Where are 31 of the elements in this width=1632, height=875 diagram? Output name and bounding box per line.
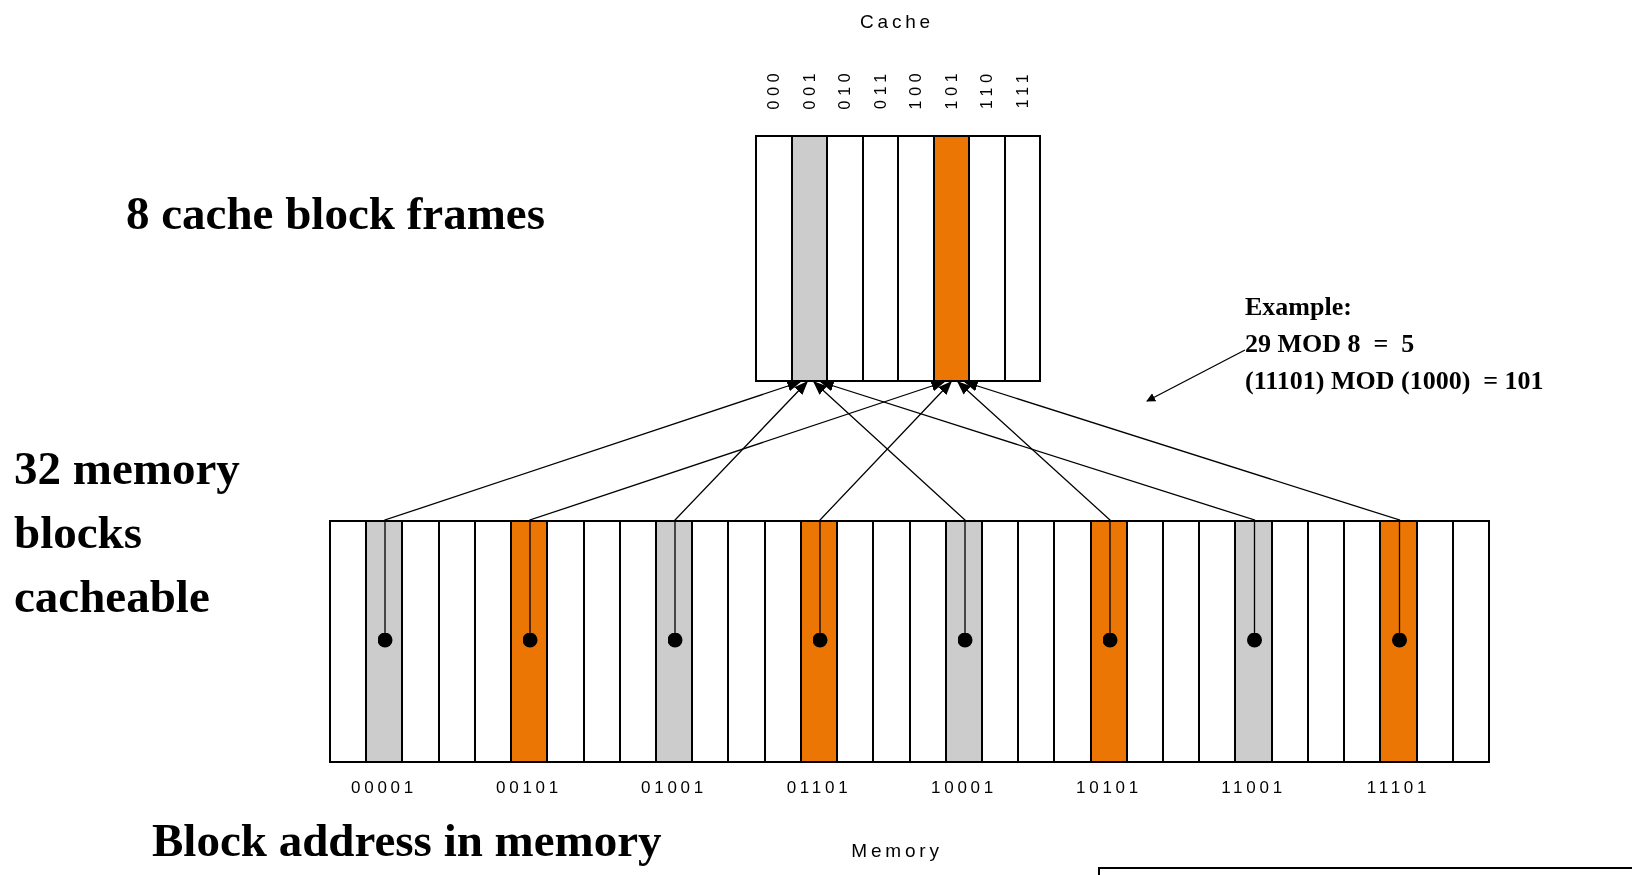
block-address-label: 11001 bbox=[1221, 777, 1286, 799]
block-address-label: 00001 bbox=[351, 777, 417, 799]
memory-caption: 32 memory blocks cacheable bbox=[14, 441, 241, 624]
example-line: (11101) MOD (1000) = 101 bbox=[1245, 365, 1545, 397]
block-address-label: 00101 bbox=[496, 777, 562, 799]
block-address-label: 11101 bbox=[1366, 777, 1431, 799]
cache-caption: 8 cache block frames bbox=[126, 186, 545, 241]
mapping-arrow bbox=[377, 380, 802, 648]
example-heading: Example: bbox=[1245, 291, 1353, 323]
memory-title: Memory bbox=[851, 839, 943, 863]
block-address-label: 10101 bbox=[1076, 777, 1142, 799]
mapping-arrow bbox=[667, 381, 808, 648]
mapping-arrow bbox=[963, 380, 1407, 648]
mapping-arrow bbox=[522, 380, 946, 648]
frame-index-label: 001 bbox=[799, 68, 819, 110]
pointer-arrow bbox=[1146, 349, 1246, 402]
frame-index-label: 010 bbox=[835, 68, 854, 110]
frame-index-label: 000 bbox=[764, 68, 783, 110]
address-caption: Block address in memory bbox=[152, 813, 662, 868]
frame-index-label: 011 bbox=[870, 69, 890, 109]
frame-index-label: 100 bbox=[906, 68, 925, 110]
frame-index-label: 110 bbox=[977, 69, 996, 109]
cache-title: Cache bbox=[860, 10, 934, 34]
block-address-label: 01001 bbox=[641, 777, 707, 799]
mapping-arrow bbox=[819, 380, 1262, 648]
block-address-label: 01101 bbox=[786, 777, 852, 799]
block-address-label: 10001 bbox=[931, 777, 997, 799]
example-line: 29 MOD 8 = 5 bbox=[1245, 328, 1416, 360]
frame-index-label: 101 bbox=[941, 68, 961, 110]
mapping-arrow bbox=[956, 381, 1118, 648]
frame-index-label: 111 bbox=[1012, 69, 1032, 109]
